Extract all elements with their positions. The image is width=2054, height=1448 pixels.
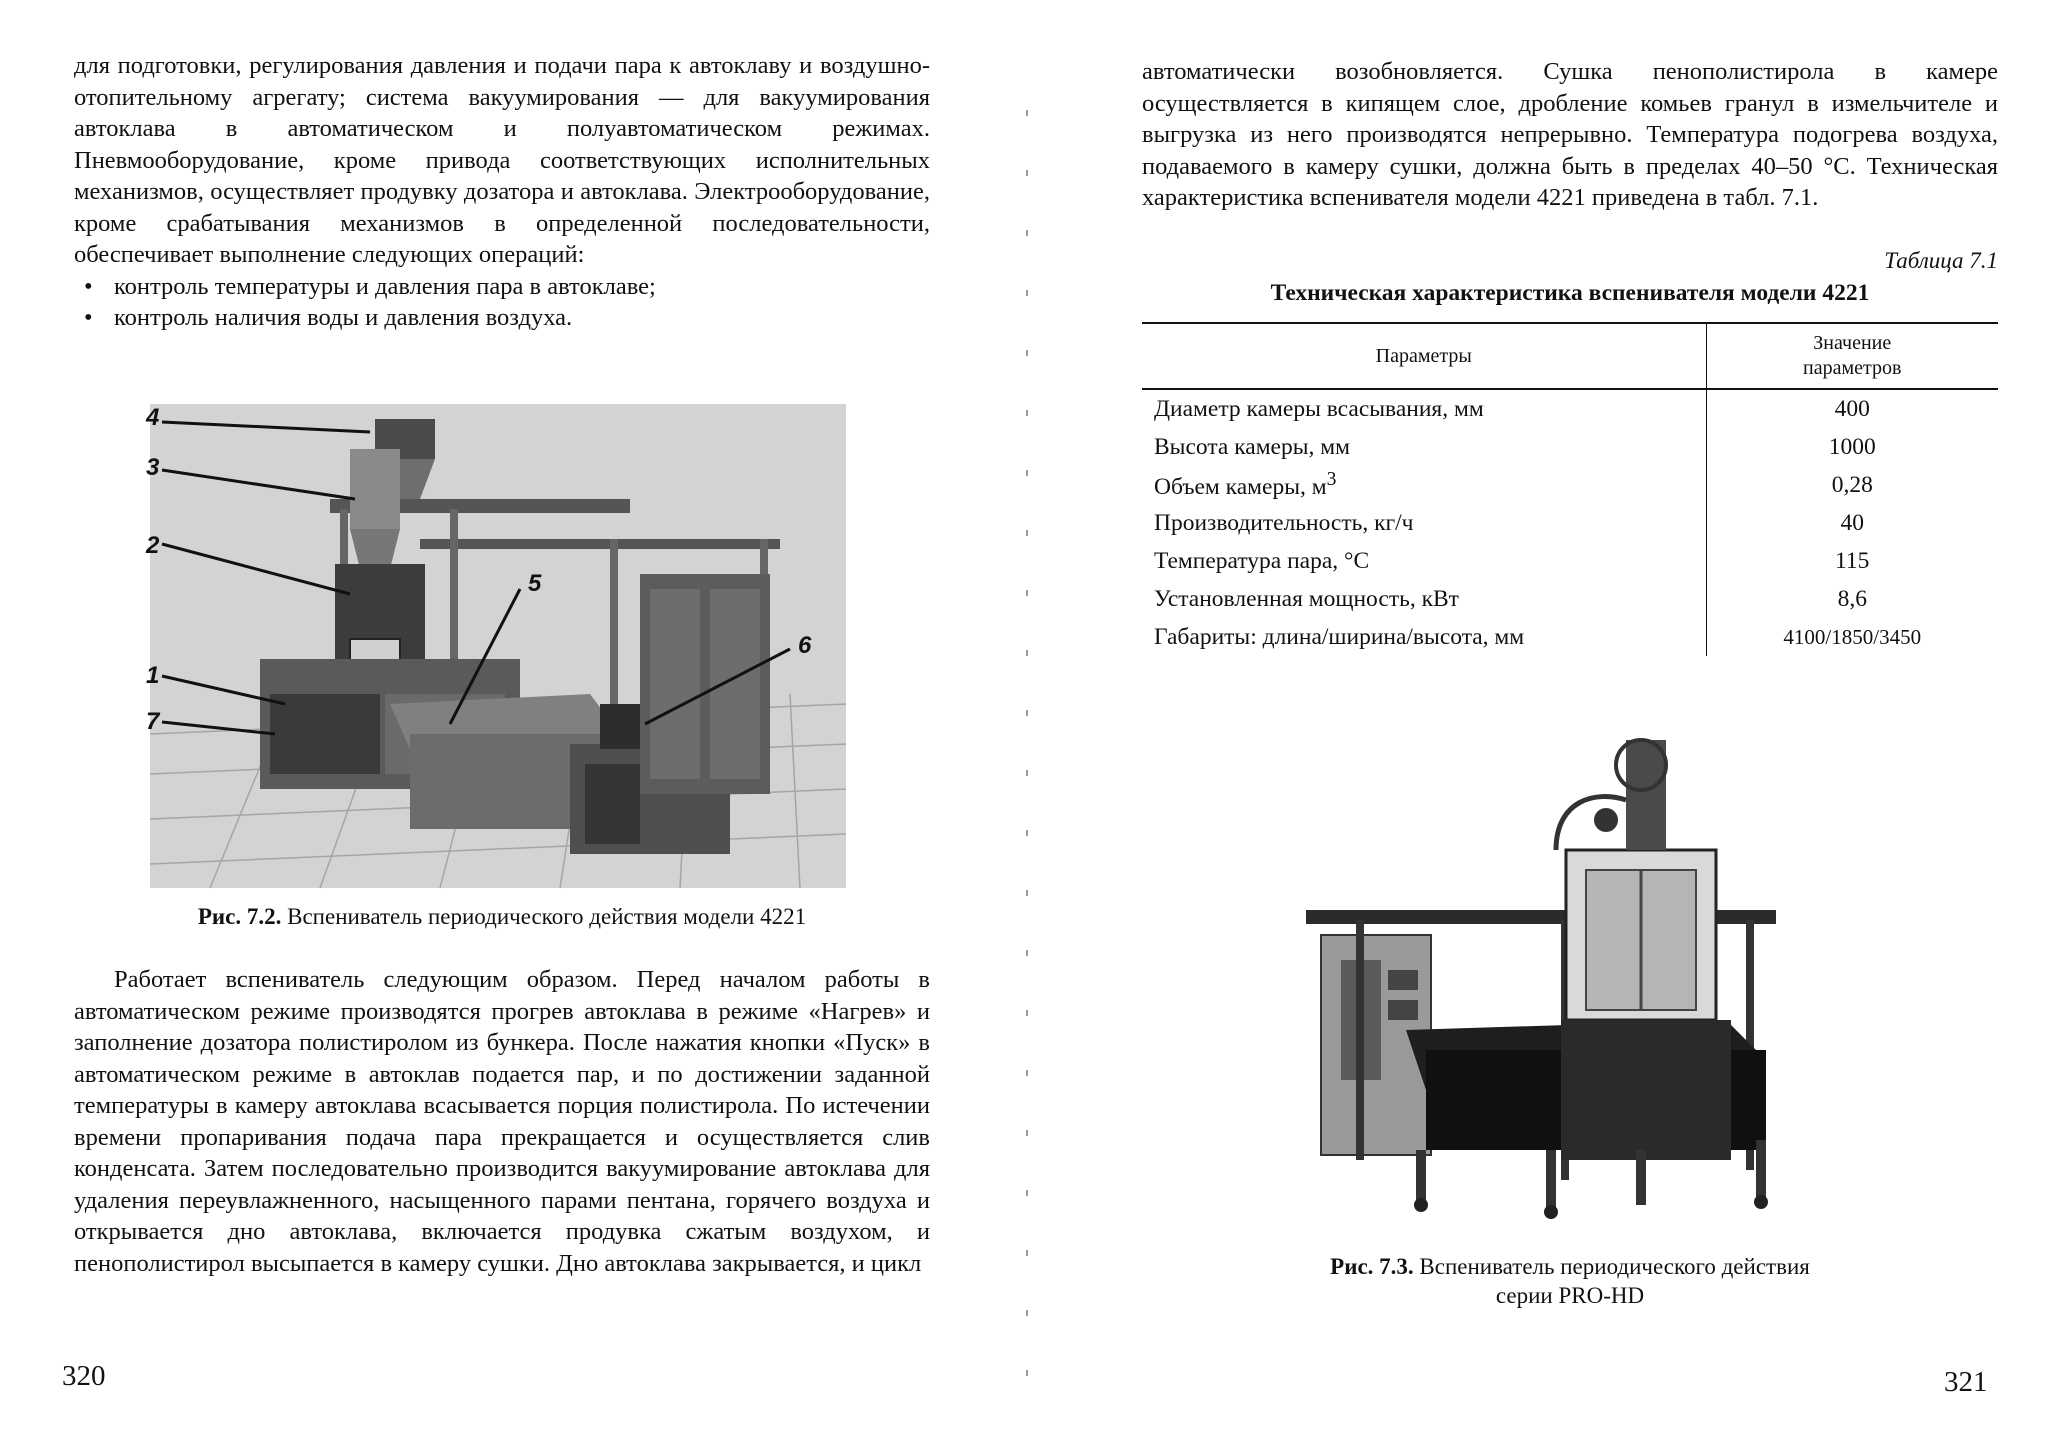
callout-5: 5	[528, 570, 542, 597]
bullet-item: контроль температуры и давления пара в а…	[74, 271, 930, 303]
left-top-paragraph: для подготовки, регулирования давления и…	[74, 52, 930, 268]
row-value: 115	[1705, 542, 1998, 580]
left-body-paragraph: Работает вспениватель следующим образом.…	[74, 966, 930, 1277]
table-row: Диаметр камеры всасывания, мм 400	[1142, 389, 1998, 428]
table-row: Температура пара, °С 115	[1142, 542, 1998, 580]
figure-7-3-label: Рис. 7.3.	[1330, 1254, 1414, 1279]
right-top-column: автоматически возобновляется. Сушка пено…	[1142, 56, 1998, 214]
row-value: 0,28	[1705, 466, 1998, 504]
row-value: 400	[1705, 389, 1998, 428]
callout-2: 2	[146, 532, 160, 559]
figure-7-3-caption-line2: серии PRO-HD	[1495, 1283, 1645, 1308]
callout-4: 4	[146, 404, 160, 431]
header-values: Значение параметров	[1705, 322, 1998, 390]
page-gutter	[1026, 110, 1028, 1430]
row-value: 4100/1850/3450	[1705, 618, 1998, 656]
page-number-right: 321	[1944, 1366, 1988, 1398]
callout-7: 7	[146, 708, 160, 735]
figure-7-2-image: 4 3 2 5 6 1 7	[146, 404, 847, 889]
figure-7-2-caption: Рис. 7.2. Вспениватель периодического де…	[74, 902, 930, 931]
figure-7-2-caption-text: Вспениватель периодического действия мод…	[287, 904, 807, 929]
row-param-cell: Объем камеры, м3	[1142, 466, 1706, 504]
figure-7-3-image	[1306, 720, 1806, 1220]
left-page: для подготовки, регулирования давления и…	[0, 0, 1020, 1448]
row-value: 8,6	[1705, 580, 1998, 618]
figure-7-3-caption-line1: Вспениватель периодического действия	[1419, 1254, 1810, 1279]
callout-1: 1	[146, 662, 160, 689]
table-header-row: Параметры Значение параметров	[1142, 322, 1998, 390]
row-param: Температура пара, °С	[1154, 547, 1370, 574]
table-row: Высота камеры, мм 1000	[1142, 428, 1998, 466]
figure-7-2-label: Рис. 7.2.	[197, 904, 282, 929]
row-param: Объем камеры, м	[1154, 473, 1327, 500]
figure-7-3-caption: Рис. 7.3. Вспениватель периодического де…	[1142, 1252, 1998, 1310]
row-value: 1000	[1705, 428, 1998, 466]
left-top-column: для подготовки, регулирования давления и…	[74, 50, 930, 334]
pro-hd-machine-illustration	[1306, 720, 1806, 1220]
page-number-left: 320	[62, 1360, 106, 1392]
bullet-item: контроль наличия воды и давления воздуха…	[74, 302, 930, 334]
row-param: Высота камеры, мм	[1154, 433, 1351, 460]
header-values-line1: Значение	[1813, 332, 1892, 354]
callout-3: 3	[146, 454, 160, 481]
spec-table: Параметры Значение параметров Диаметр ка…	[1142, 322, 1998, 656]
table-row: Производительность, кг/ч 40	[1142, 504, 1998, 542]
left-body-column: Работает вспениватель следующим образом.…	[74, 964, 930, 1279]
header-params: Параметры	[1142, 322, 1706, 390]
table-row: Габариты: длина/ширина/высота, мм 4100/1…	[1142, 618, 1998, 656]
right-top-paragraph: автоматически возобновляется. Сушка пено…	[1142, 58, 1998, 211]
row-param: Производительность, кг/ч	[1154, 509, 1414, 536]
table-row: Объем камеры, м3 0,28	[1142, 466, 1998, 504]
row-value: 40	[1705, 504, 1998, 542]
row-param-superscript: 3	[1326, 469, 1337, 491]
bullet-list: контроль температуры и давления пара в а…	[74, 271, 930, 334]
table-title: Техническая характеристика вспенивателя …	[1270, 280, 1870, 306]
foaming-machine-illustration	[149, 404, 847, 889]
table-row: Установленная мощность, кВт 8,6	[1142, 580, 1998, 618]
header-values-line2: параметров	[1803, 357, 1902, 379]
callout-6: 6	[798, 632, 812, 659]
row-param: Габариты: длина/ширина/высота, мм	[1154, 623, 1525, 650]
row-param: Диаметр камеры всасывания, мм	[1154, 395, 1484, 422]
row-param: Установленная мощность, кВт	[1154, 585, 1459, 612]
right-page: автоматически возобновляется. Сушка пено…	[1034, 0, 2054, 1448]
table-label: Таблица 7.1	[1884, 248, 1998, 273]
